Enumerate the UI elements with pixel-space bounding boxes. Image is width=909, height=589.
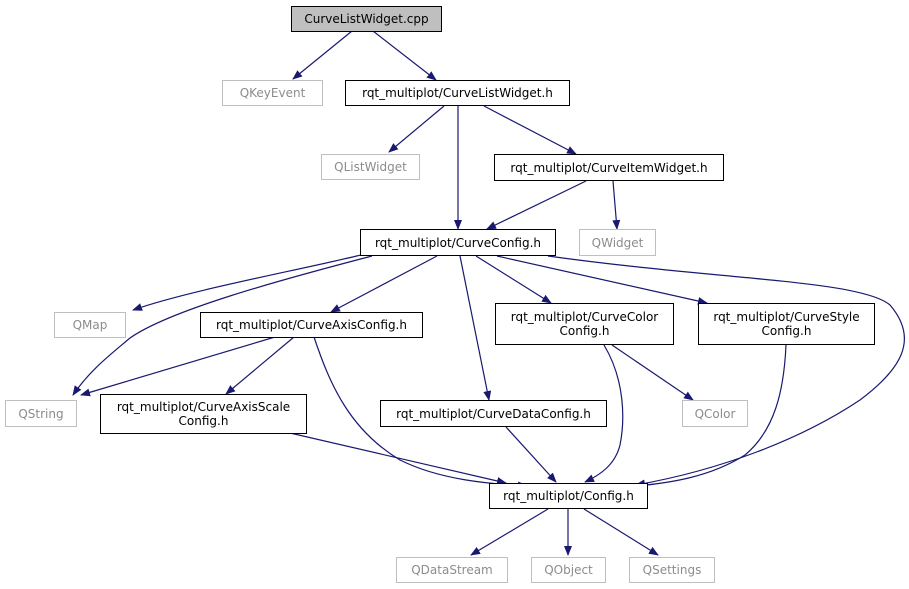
edge-curveconfig-to-curvedataconfig (459, 255, 492, 401)
edge-curvestyleconfig-to-config (635, 344, 787, 490)
edge-cpp-to-qkeyevent (292, 30, 353, 80)
node-curvecolorconfig-line1: rqt_multiplot/CurveColor (510, 310, 659, 324)
edge-curveconfig-to-qstring (72, 255, 373, 396)
node-qsettings: QSettings (629, 557, 715, 583)
node-qstring: QString (5, 400, 77, 427)
node-qwidget: QWidget (579, 229, 656, 256)
edge-curvedataconfig-to-config (505, 426, 557, 483)
node-qmap: QMap (54, 312, 126, 338)
edge-curveitemwidget-to-qwidget (612, 180, 621, 230)
node-curveaxisconfig-h[interactable]: rqt_multiplot/CurveAxisConfig.h (200, 312, 423, 338)
node-curvelistwidget-h[interactable]: rqt_multiplot/CurveListWidget.h (345, 80, 570, 106)
edge-curveconfig-to-curveaxisconfig (330, 255, 438, 313)
edge-curveconfig-to-curvecolorconfig (475, 255, 552, 304)
node-curveitemwidget-h[interactable]: rqt_multiplot/CurveItemWidget.h (494, 154, 724, 181)
edge-curveitemwidget-to-curveconfig (486, 180, 587, 230)
edge-curveaxisconfig-to-config (313, 336, 528, 490)
node-curveconfig-h[interactable]: rqt_multiplot/CurveConfig.h (360, 229, 556, 256)
node-curvestyleconfig-h[interactable]: rqt_multiplot/CurveStyle Config.h (698, 303, 875, 345)
node-qkeyevent: QKeyEvent (222, 80, 323, 106)
edge-curvelistwidget-to-qlistwidget (388, 105, 445, 153)
node-curvestyleconfig-line1: rqt_multiplot/CurveStyle (713, 310, 860, 324)
node-curveaxisscaleconfig-line2: Config.h (178, 414, 229, 428)
edge-curveaxisconfig-to-qstring (80, 336, 276, 397)
node-curvecolorconfig-h[interactable]: rqt_multiplot/CurveColor Config.h (495, 303, 674, 345)
node-qlistwidget: QListWidget (321, 154, 420, 180)
edge-curveconfig-to-qmap (132, 253, 366, 311)
node-curveaxisscaleconfig-h[interactable]: rqt_multiplot/CurveAxisScale Config.h (100, 394, 307, 434)
node-curveaxisscaleconfig-line1: rqt_multiplot/CurveAxisScale (116, 400, 291, 414)
edge-curveaxisscaleconfig-to-config (289, 432, 507, 485)
node-qobject: QObject (531, 557, 606, 583)
node-curvestyleconfig-line2: Config.h (761, 324, 812, 338)
node-qdatastream: QDataStream (396, 557, 508, 583)
edge-config-to-qsettings (583, 508, 659, 556)
edge-curvecolorconfig-to-qcolor (611, 344, 694, 401)
edge-curveconfig-to-curvestyleconfig (496, 255, 708, 305)
node-qcolor: QColor (682, 400, 748, 427)
edge-curvelistwidget-to-curveitemwidget (483, 105, 577, 155)
edge-curvecolorconfig-to-config (584, 344, 624, 483)
edge-curveaxisconfig-to-curveaxisscaleconfig (225, 336, 295, 395)
node-curvelistwidget-cpp[interactable]: CurveListWidget.cpp (291, 6, 442, 32)
node-config-h[interactable]: rqt_multiplot/Config.h (489, 483, 648, 509)
node-curvecolorconfig-line2: Config.h (559, 324, 610, 338)
edge-cpp-to-curvelistwidget-h (372, 30, 437, 81)
edge-curveconfig-to-config (547, 255, 906, 488)
node-curvedataconfig-h[interactable]: rqt_multiplot/CurveDataConfig.h (380, 400, 607, 427)
edge-config-to-qdatastream (470, 508, 549, 556)
